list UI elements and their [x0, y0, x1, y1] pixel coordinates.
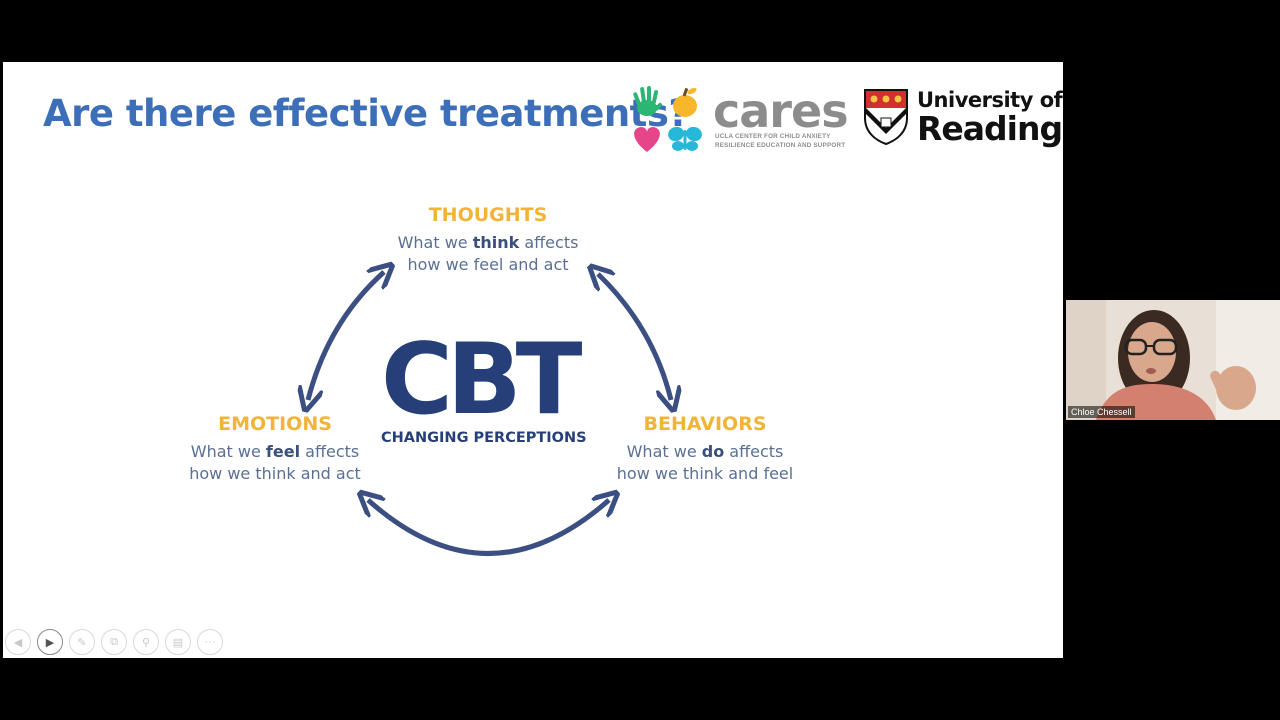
emotions-node: EMOTIONS What we feel affects how we thi…: [175, 413, 375, 485]
subtitles-icon[interactable]: ▤: [165, 629, 191, 655]
behaviors-node: BEHAVIORS What we do affects how we thin…: [600, 413, 810, 485]
arrow-thoughts-behaviors: [598, 274, 671, 400]
arrow-emotions-behaviors: [368, 500, 609, 556]
copy-icon[interactable]: ⧉: [101, 629, 127, 655]
behaviors-heading: BEHAVIORS: [643, 413, 767, 435]
participant-name-label: Chloe Chessell: [1068, 406, 1135, 418]
participant-video-feed: [1066, 300, 1280, 420]
cares-subtitle: UCLA CENTER FOR CHILD ANXIETY RESILIENCE…: [715, 133, 846, 149]
cares-wordmark: cares: [713, 84, 849, 138]
thoughts-heading: THOUGHTS: [428, 204, 548, 226]
thoughts-description: What we think affects how we feel and ac…: [397, 233, 579, 274]
pen-icon[interactable]: ✎: [69, 629, 95, 655]
cares-symbol-icon: [633, 86, 702, 152]
behaviors-description: What we do affects how we think and feel: [616, 442, 794, 483]
university-of-reading-logo: University of Reading: [863, 88, 1063, 152]
arrow-thoughts-emotions: [308, 272, 384, 400]
cbt-subtitle: CHANGING PERCEPTIONS: [381, 430, 587, 446]
cbt-title: CBT: [381, 323, 582, 437]
reading-crest-icon: [864, 89, 908, 146]
cycle-arrows: [3, 62, 1063, 556]
slideshow-toolbar: ◀ ▶ ✎ ⧉ ⚲ ▤ ···: [5, 629, 223, 655]
reading-wordmark: University of Reading: [917, 88, 1063, 148]
emotions-heading: EMOTIONS: [218, 413, 332, 435]
participant-video-tile[interactable]: Chloe Chessell: [1066, 300, 1280, 420]
thoughts-node: THOUGHTS What we think affects how we fe…: [388, 204, 588, 276]
cbt-diagram: CBT CHANGING PERCEPTIONS THOUGHTS What w…: [3, 62, 1063, 658]
slide-title: Are there effective treatments?: [43, 92, 690, 135]
cares-logo: cares UCLA CENTER FOR CHILD ANXIETY RESI…: [629, 82, 849, 156]
emotions-description: What we feel affects how we think and ac…: [189, 442, 361, 483]
play-icon[interactable]: ▶: [37, 629, 63, 655]
previous-icon[interactable]: ◀: [5, 629, 31, 655]
presentation-slide: Are there effective treatments?: [3, 62, 1063, 658]
more-icon[interactable]: ···: [197, 629, 223, 655]
zoom-icon[interactable]: ⚲: [133, 629, 159, 655]
